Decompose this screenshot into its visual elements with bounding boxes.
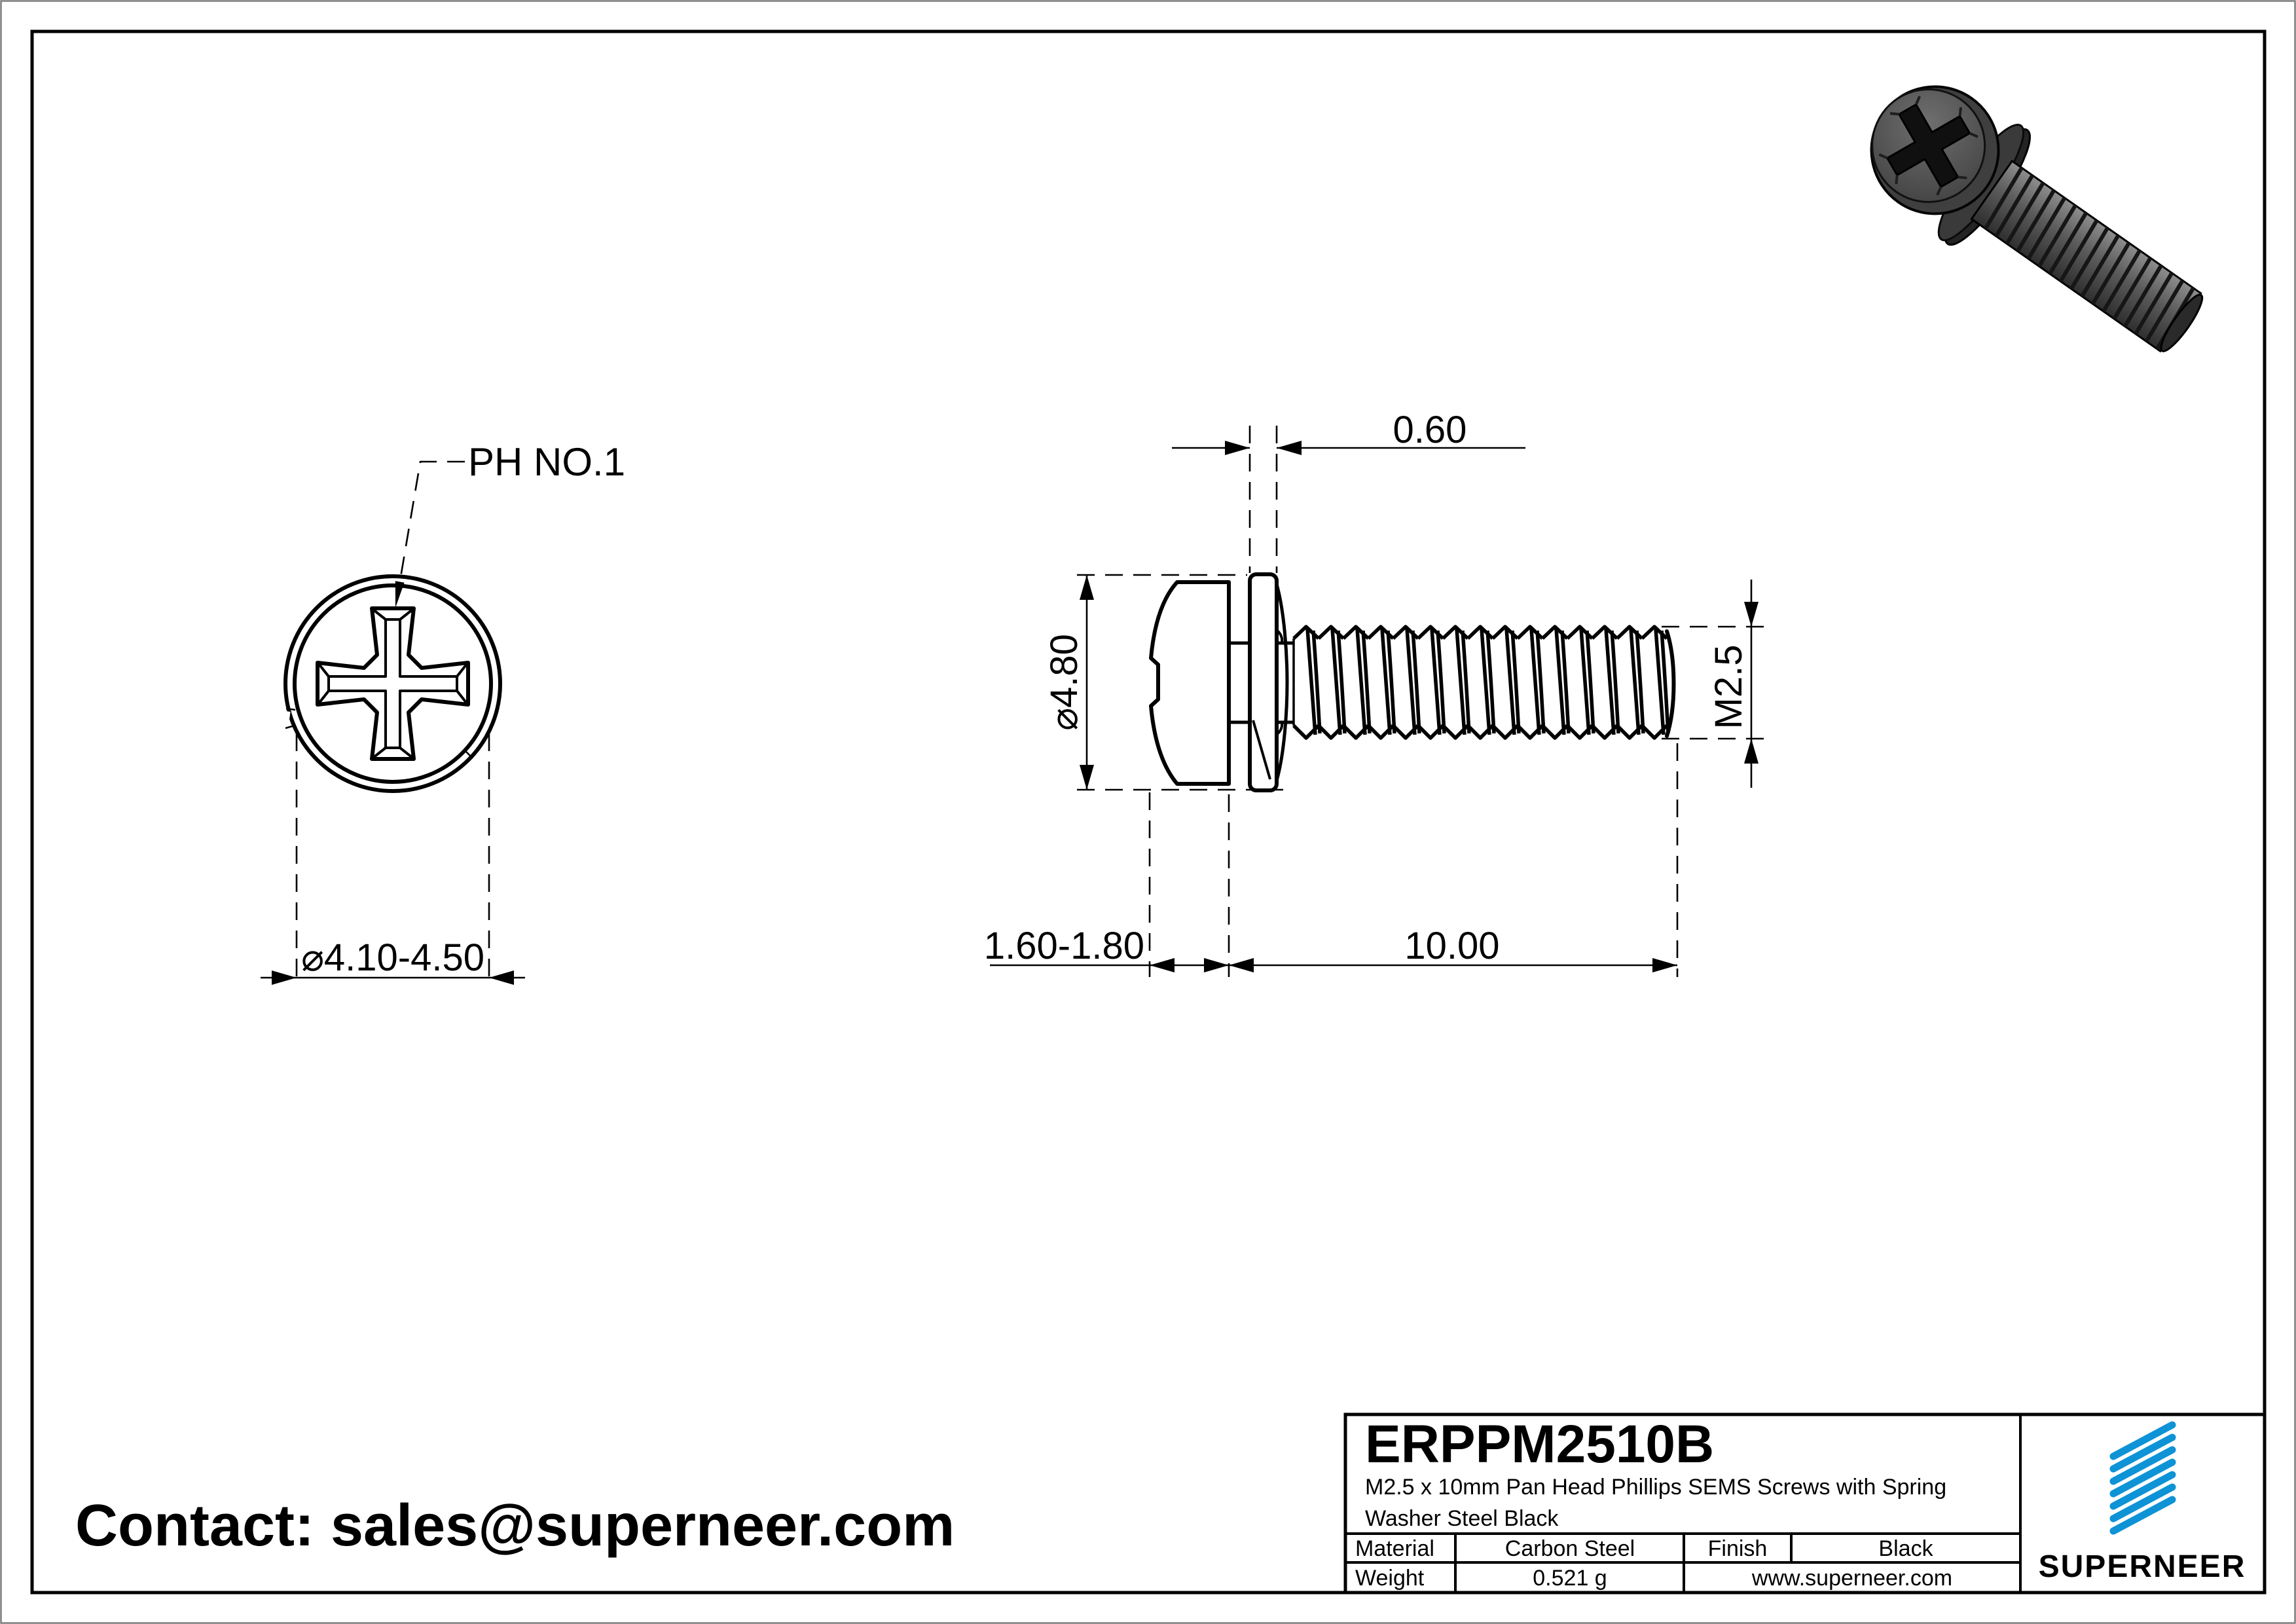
ph-leader-line [394,460,465,608]
washer-thickness-label: 0.60 [1393,409,1467,451]
head-diameter-extension-lines [1077,574,1283,791]
thread-ribs [1984,166,2195,350]
dim-arrow [1204,958,1229,972]
washer-extension-lines [1248,426,1278,573]
dim-arrow [1652,958,1677,972]
phillips-recess-3d [1878,96,1978,196]
screw-3d-render [1870,85,2204,353]
head-profile [1149,580,1231,786]
finish-value: Black [1878,1536,1933,1561]
material-label: Material [1355,1536,1434,1561]
thread-end-arc [1665,629,1676,738]
dim-arrow [1744,739,1758,764]
finish-label: Finish [1708,1536,1768,1561]
phillips-recess [316,606,470,761]
thread-length-label: 10.00 [1404,925,1499,967]
head-diameter-label: ⌀4.80 [1043,634,1085,731]
website-link[interactable]: www.superneer.com [1751,1566,1952,1591]
washer-split-gap [280,710,291,728]
dim-arrow [489,970,514,985]
ph-leader-arrow [395,581,405,608]
thread-profile [1294,627,1668,738]
dim-arrow [272,970,297,985]
washer-detail-lines [1252,629,1284,780]
dim-arrow [1277,441,1302,455]
thread-size-label: M2.5 [1707,645,1750,729]
inner-frame-border [30,29,2267,1595]
washer-edge-arc [1275,583,1289,781]
description-line-1: M2.5 x 10mm Pan Head Phillips SEMS Screw… [1365,1475,1946,1500]
table-column-lines [1454,1534,1793,1593]
washer-split-ticks [285,707,296,729]
top-view: PH NO.1 ⌀4.10-4.50 [261,440,625,986]
washer-split-line [464,750,473,759]
dim-arrow [1080,575,1094,600]
head-circle [293,583,493,784]
material-value: Carbon Steel [1505,1536,1635,1561]
contact-text: Contact: sales@superneer.com [75,1493,955,1559]
side-view: 0.60 ⌀4.80 M2.5 1.60-1.80 10.00 [984,409,1768,977]
dim-arrow [1225,441,1250,455]
head-height-label: 1.60-1.80 [984,925,1144,967]
dim-arrow [1229,958,1254,972]
dim-arrow [1080,765,1094,790]
dim-arrow [1744,602,1758,627]
washer-outer-circle [283,574,502,793]
weight-value: 0.521 g [1533,1566,1607,1591]
superneer-logo-mark [2109,1421,2176,1535]
thread-extension-lines [1662,625,1768,740]
title-block: ERPPM2510B M2.5 x 10mm Pan Head Phillips… [1343,1412,2267,1595]
ph-label: PH NO.1 [468,440,625,484]
brand-name: SUPERNEER [2039,1549,2246,1584]
weight-label: Weight [1355,1566,1425,1591]
top-diameter-label: ⌀4.10-4.50 [301,936,484,979]
top-diameter-extension-lines [295,733,490,986]
shank-lines [1229,641,1294,724]
dim-arrow [1150,958,1175,972]
part-number: ERPPM2510B [1365,1414,1714,1474]
length-extension-lines [1148,743,1679,977]
description-line-2: Washer Steel Black [1365,1506,1559,1531]
